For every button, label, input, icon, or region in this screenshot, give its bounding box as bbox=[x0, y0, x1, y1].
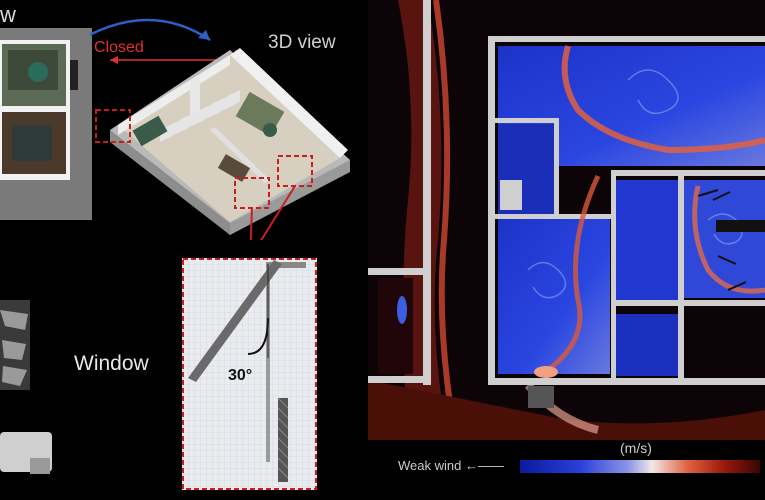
closed-label: Closed bbox=[94, 39, 144, 56]
window-detail-panel bbox=[182, 258, 317, 490]
window-label: Window bbox=[74, 352, 149, 375]
view-3d-label: 3D view bbox=[268, 32, 336, 53]
left-partial-images bbox=[0, 300, 52, 474]
weak-wind-label: Weak wind ←—— bbox=[398, 458, 504, 473]
cfd-flow-field bbox=[368, 0, 765, 440]
partial-title-label: w bbox=[0, 2, 16, 27]
model-3d-view bbox=[90, 18, 350, 240]
weak-wind-text: Weak wind bbox=[398, 458, 462, 473]
angle-label: 30° bbox=[228, 367, 253, 384]
velocity-colorbar bbox=[520, 460, 760, 473]
floor-plan-2d bbox=[0, 28, 92, 220]
arrow-left-icon: ←—— bbox=[464, 458, 504, 473]
unit-label: (m/s) bbox=[620, 440, 652, 456]
